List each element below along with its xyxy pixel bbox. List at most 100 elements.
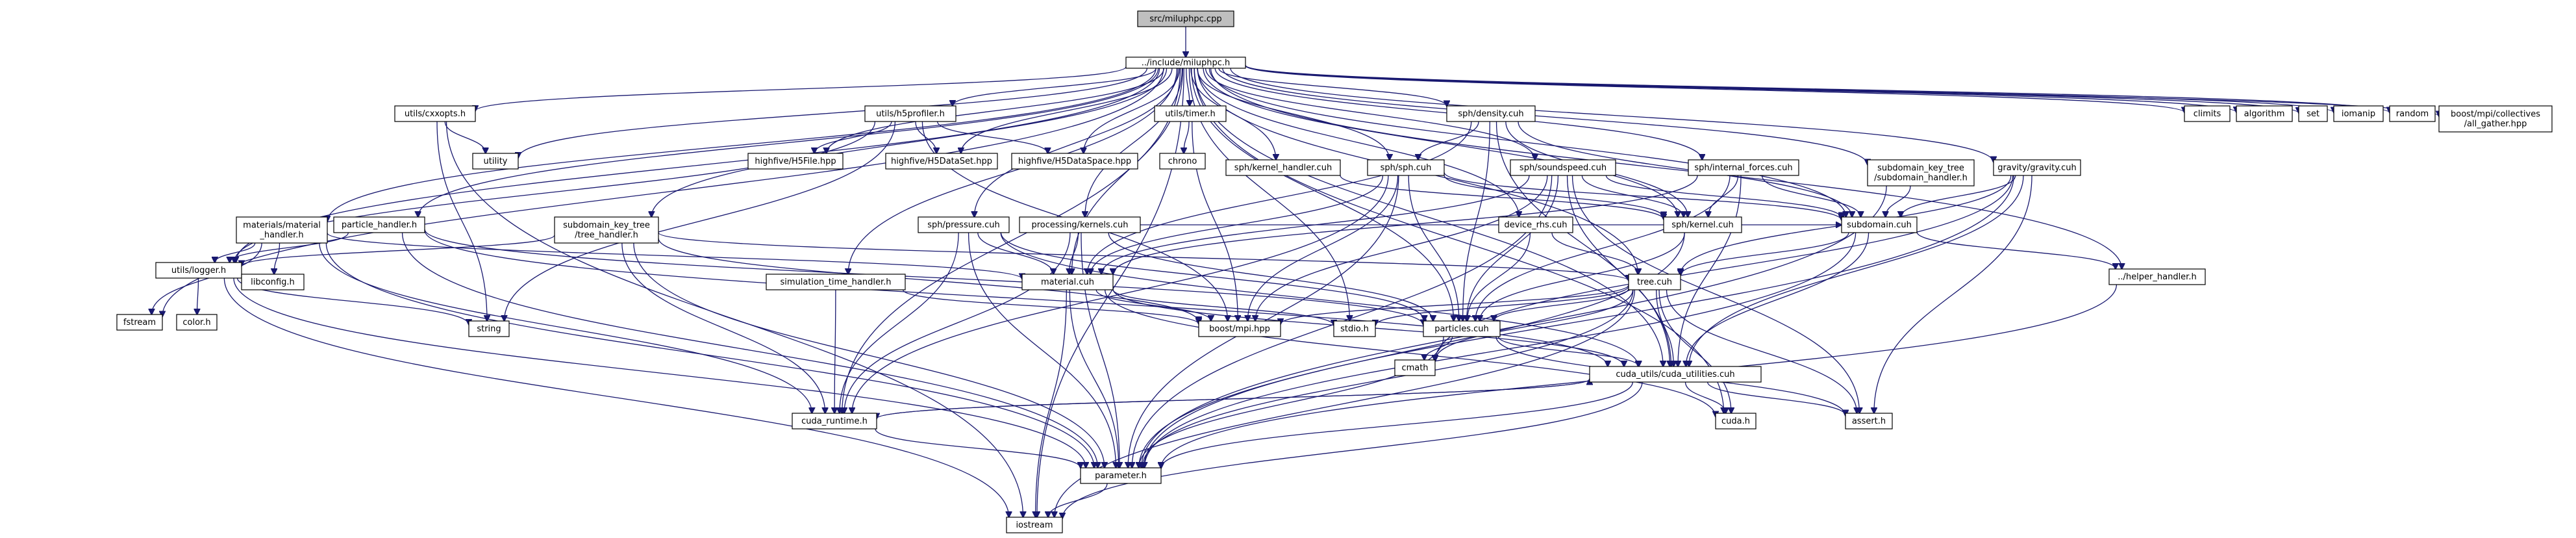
edge-kernels-to-cudaruntime (844, 232, 1071, 413)
node-sph[interactable]: sph/sph.cuh (1367, 159, 1445, 176)
edge-density-to-cudautil (1495, 121, 1669, 366)
edge-gravity-to-subdomain (1901, 175, 2016, 217)
edge-gravity-to-parameter (1144, 175, 2014, 468)
edge-particlehandler-to-parameter (401, 232, 1098, 468)
node-devicerhs[interactable]: device_rhs.cuh (1498, 216, 1573, 233)
node-h5dataset: highfive/H5DataSet.hpp (885, 153, 998, 170)
node-tree[interactable]: tree.cuh (1628, 274, 1681, 290)
node-cudah: cuda.h (1715, 413, 1757, 429)
node-simtime[interactable]: simulation_time_handler.h (766, 274, 906, 290)
node-pressure[interactable]: sph/pressure.cuh (918, 216, 1010, 233)
node-gravity[interactable]: gravity/gravity.cuh (1993, 159, 2081, 176)
node-h5dataset-box (885, 153, 998, 170)
node-helperhandler[interactable]: ../helper_handler.h (2108, 268, 2206, 285)
node-tree-label: tree.cuh (1637, 277, 1672, 287)
node-particles[interactable]: particles.cuh (1423, 320, 1501, 337)
edge-soundspeed-to-subdomain (1605, 175, 1842, 218)
node-subdomain-box (1841, 216, 1918, 233)
node-colorh-box (176, 314, 218, 331)
node-gravity-label: gravity/gravity.cuh (1997, 163, 2077, 173)
edge-miluphpc-to-treehandler (651, 68, 1168, 217)
node-subdomain[interactable]: subdomain.cuh (1841, 216, 1918, 233)
edge-cudautil-to-iostream (1062, 381, 1643, 519)
edge-materialhandler-to-material (327, 233, 1022, 279)
node-boostmpi-box (1198, 320, 1281, 337)
node-cxxopts[interactable]: utils/cxxopts.h (394, 105, 476, 122)
edge-treehandler-to-boostmpi (658, 238, 1199, 322)
node-string-label: string (477, 324, 501, 334)
node-kernel[interactable]: sph/kernel.cuh (1663, 216, 1742, 233)
node-kernels[interactable]: processing/kernels.cuh (1019, 216, 1141, 233)
node-fstream-label: fstream (123, 318, 156, 327)
node-cmath-box (1394, 359, 1436, 376)
node-cxxopts-box (394, 105, 476, 122)
node-libconfig: libconfig.h (241, 274, 305, 290)
edge-miluphpc-to-soundspeed (1205, 68, 1535, 160)
edge-treehandler-to-cudaruntime (621, 242, 825, 413)
node-materialhandler[interactable]: materials/material_handler.h (236, 216, 328, 244)
node-set-label: set (2307, 109, 2320, 119)
edge-kernel-to-particles (1480, 232, 1685, 321)
node-logger[interactable]: utils/logger.h (155, 262, 242, 279)
edge-parameter-to-iostream (1048, 483, 1108, 517)
node-miluphpc[interactable]: ../include/miluphpc.h (1125, 57, 1246, 69)
node-particlehandler[interactable]: particle_handler.h (333, 216, 425, 233)
edge-kernel-to-parameter (1139, 232, 1685, 468)
edge-miluphpc-to-particlehandler (418, 68, 1159, 217)
node-subdomain-label: subdomain.cuh (1847, 220, 1912, 230)
graph-edges (152, 27, 2439, 519)
node-soundspeed[interactable]: sph/soundspeed.cuh (1510, 159, 1616, 176)
edge-pressure-to-particles (1000, 232, 1425, 321)
node-density-box (1446, 105, 1536, 122)
edge-h5profiler-to-h5file (814, 121, 892, 153)
edge-materialhandler-to-cudaruntime (319, 242, 812, 413)
node-cudautil[interactable]: cuda_utils/cuda_utilities.cuh (1589, 366, 1762, 383)
node-climits: climits (2184, 105, 2231, 122)
node-timer-label: utils/timer.h (1165, 109, 1216, 119)
node-internalforces[interactable]: sph/internal_forces.cuh (1688, 159, 1799, 176)
node-kernelhandler[interactable]: sph/kernel_handler.cuh (1225, 159, 1341, 176)
node-h5file-label: highfive/H5File.hpp (755, 157, 836, 166)
node-cudah-box (1715, 413, 1757, 429)
node-sdktreehandler[interactable]: subdomain_key_tree/subdomain_handler.h (1867, 159, 1975, 186)
graph-nodes: src/miluphpc.cpp ../include/miluphpc.h uti… (116, 10, 2553, 533)
node-climits-box (2184, 105, 2231, 122)
edge-material-to-stdio (1112, 289, 1334, 325)
edge-density-to-particles (1463, 121, 1491, 321)
node-internalforces-box (1688, 159, 1799, 176)
node-sph-box (1367, 159, 1445, 176)
edge-devicerhs-to-particles (1468, 232, 1531, 321)
edge-density-to-material (1087, 121, 1472, 274)
node-treehandler-label-2: /tree_handler.h (575, 231, 638, 240)
node-helperhandler-box (2108, 268, 2206, 285)
edge-miluphpc-to-subdomain (1208, 68, 1845, 217)
node-material-label: material.cuh (1041, 277, 1094, 287)
node-root[interactable]: src/miluphpc.cpp (1137, 10, 1234, 27)
edge-subdomain-to-tree (1681, 232, 1849, 275)
edge-treehandler-to-parameter (633, 242, 1105, 468)
node-stdio: stdio.h (1333, 320, 1376, 337)
node-chrono: chrono (1159, 153, 1206, 170)
node-cudaruntime-label: cuda_runtime.h (801, 416, 868, 426)
node-material[interactable]: material.cuh (1021, 274, 1114, 290)
edge-miluphpc-to-cudaruntime (842, 68, 1181, 413)
node-density[interactable]: sph/density.cuh (1446, 105, 1536, 122)
node-colorh[interactable]: color.h (176, 314, 218, 331)
node-timer[interactable]: utils/timer.h (1154, 105, 1227, 122)
node-parameter[interactable]: parameter.h (1080, 467, 1162, 484)
node-h5profiler[interactable]: utils/h5profiler.h (864, 105, 957, 122)
node-treehandler[interactable]: subdomain_key_tree/tree_handler.h (554, 216, 659, 244)
node-h5profiler-label: utils/h5profiler.h (876, 109, 945, 119)
edge-internalforces-to-kernel (1708, 175, 1739, 217)
node-iomanip-box (2333, 105, 2384, 122)
edge-tree-to-cudah (1658, 289, 1731, 413)
edge-subdomain-to-helperhandler (1916, 231, 2116, 269)
edge-cudautil-to-parameter (1161, 381, 1633, 468)
edge-miluphpc-to-timer (1186, 68, 1190, 106)
node-boostmpi: boost/mpi.hpp (1198, 320, 1281, 337)
edge-sph-to-boostmpi (1247, 175, 1399, 321)
node-h5dataspace-label: highfive/H5DataSpace.hpp (1018, 157, 1131, 166)
node-gravity-box (1993, 159, 2081, 176)
node-string: string (468, 320, 510, 337)
node-particlehandler-box (333, 216, 425, 233)
